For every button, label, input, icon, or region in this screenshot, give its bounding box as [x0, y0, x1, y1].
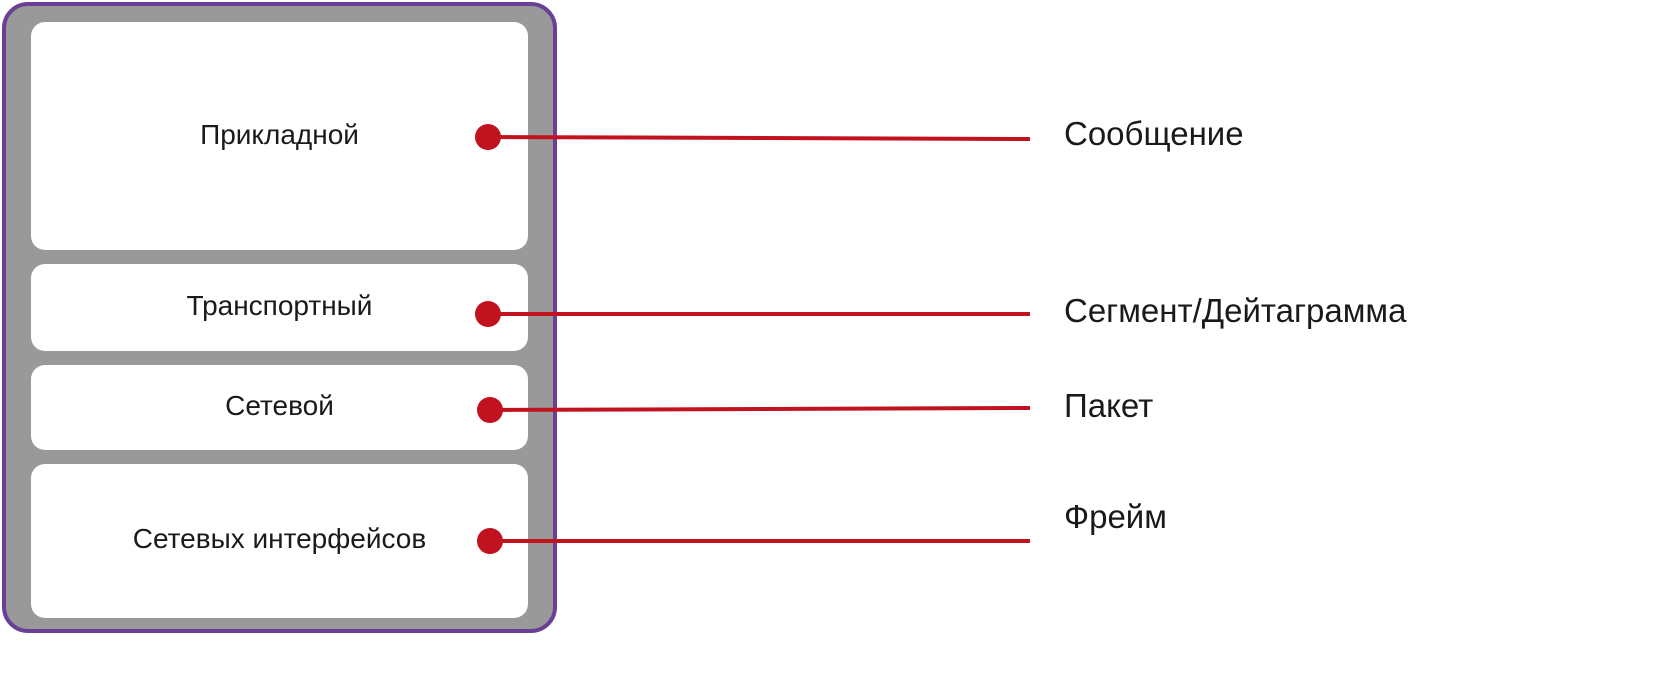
layer-network: Сетевой	[31, 365, 528, 450]
layer-application: Прикладной	[31, 22, 528, 250]
connector-dot-link	[477, 528, 503, 554]
connector-dot-network	[477, 397, 503, 423]
layer-link: Сетевых интерфейсов	[31, 464, 528, 618]
connector-dot-transport	[475, 301, 501, 327]
pdu-label-transport: Сегмент/Дейтаграмма	[1064, 292, 1407, 329]
connector-dot-application	[475, 124, 501, 150]
layer-link-label: Сетевых интерфейсов	[132, 523, 427, 554]
pdu-label-network: Пакет	[1064, 387, 1154, 424]
layer-transport: Транспортный	[31, 264, 528, 351]
layer-network-label: Сетевой	[225, 390, 334, 421]
layer-application-label: Прикладной	[200, 119, 359, 150]
pdu-label-application: Сообщение	[1064, 115, 1244, 152]
connector-line-network	[489, 406, 1031, 412]
layer-transport-label: Транспортный	[186, 290, 373, 321]
pdu-label-link: Фрейм	[1064, 498, 1167, 535]
connector-line-application	[487, 135, 1031, 141]
